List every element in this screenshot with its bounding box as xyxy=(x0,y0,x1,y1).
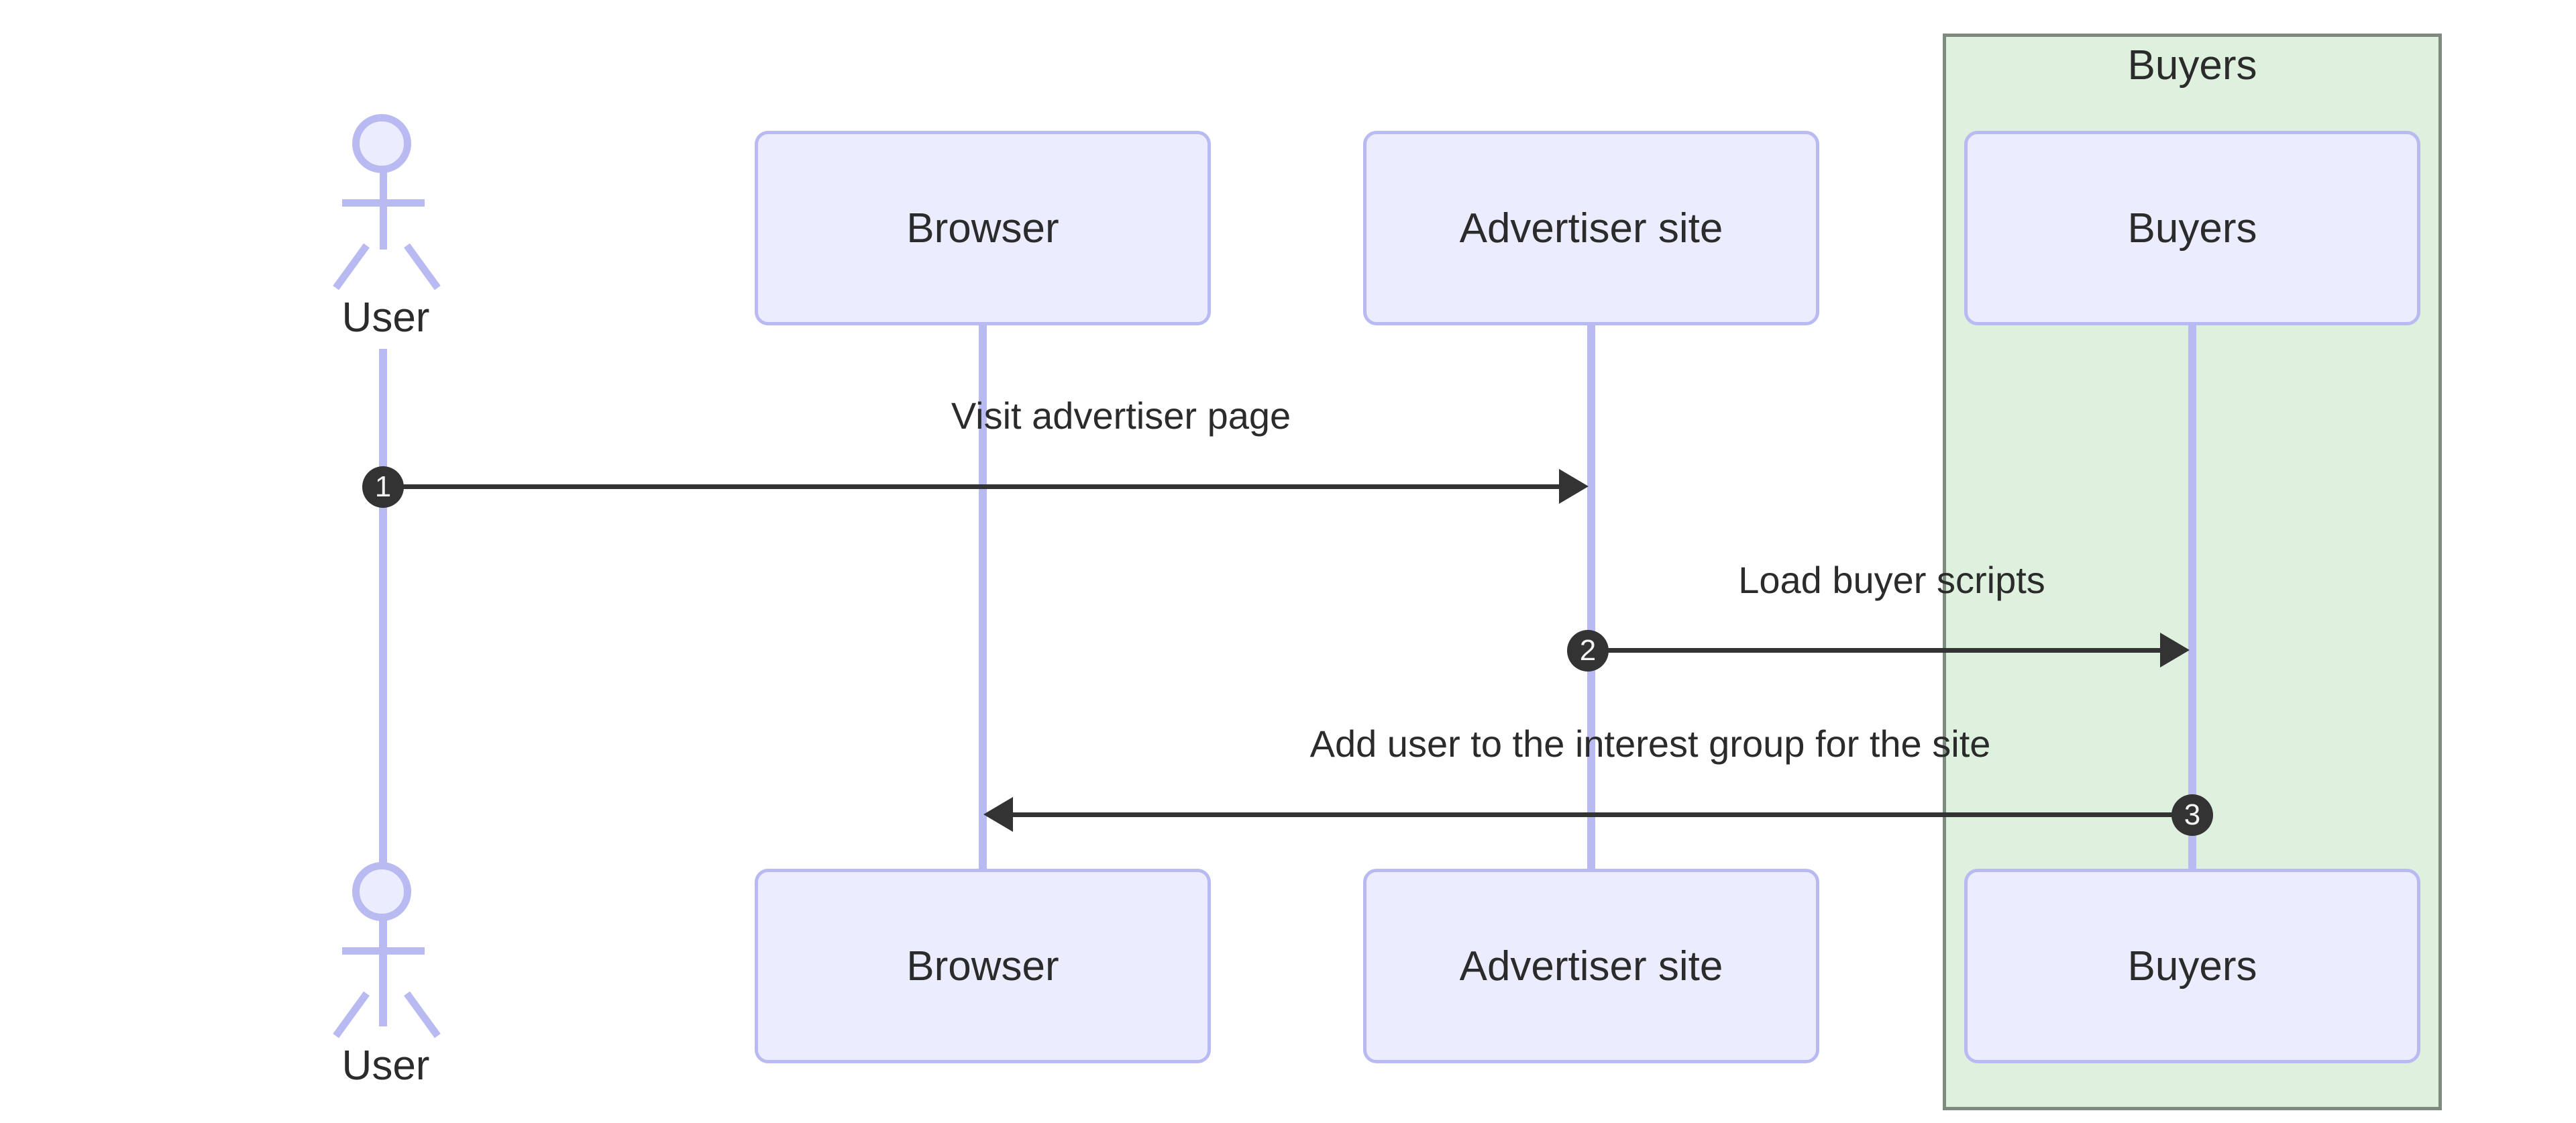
group-label: Buyers xyxy=(2127,42,2257,89)
sequence-badge-2: 2 xyxy=(1567,630,1609,672)
actor-label-user-bottom: User xyxy=(341,1042,430,1089)
message-line-1 xyxy=(383,484,1570,489)
actor-label-user-top: User xyxy=(341,295,430,341)
participant-label-browser-top: Browser xyxy=(906,205,1059,252)
lifeline-advertiser-site xyxy=(1587,221,1595,1033)
message-line-3 xyxy=(1013,812,2194,817)
message-label-3: Add user to the interest group for the s… xyxy=(1309,723,1991,765)
actor-body-icon xyxy=(380,172,387,250)
message-arrowhead-3 xyxy=(983,797,1013,832)
actor-leg-right-icon xyxy=(404,243,441,290)
participant-buyers-bottom[interactable]: Buyers xyxy=(1964,869,2420,1063)
sequence-badge-1: 1 xyxy=(362,466,404,508)
actor-arms-icon xyxy=(342,947,425,955)
message-label-1: Visit advertiser page xyxy=(951,394,1291,437)
participant-label-advertiser-site-bottom: Advertiser site xyxy=(1459,943,1723,990)
actor-arms-icon xyxy=(342,199,425,207)
participant-label-buyers-bottom: Buyers xyxy=(2127,943,2257,990)
actor-body-icon xyxy=(380,920,387,998)
actor-leg-right-icon xyxy=(404,991,441,1038)
message-arrowhead-2 xyxy=(2160,633,2190,667)
participant-buyers-top[interactable]: Buyers xyxy=(1964,131,2420,325)
participant-browser-bottom[interactable]: Browser xyxy=(755,869,1211,1063)
participant-label-buyers-top: Buyers xyxy=(2127,205,2257,252)
message-label-2: Load buyer scripts xyxy=(1738,559,2045,601)
participant-label-advertiser-site-top: Advertiser site xyxy=(1459,205,1723,252)
participant-label-browser-bottom: Browser xyxy=(906,943,1059,990)
sequence-badge-3: 3 xyxy=(2171,794,2213,836)
actor-leg-left-icon xyxy=(333,991,370,1038)
participant-browser-top[interactable]: Browser xyxy=(755,131,1211,325)
participant-advertiser-site-top[interactable]: Advertiser site xyxy=(1363,131,1819,325)
actor-head-icon xyxy=(352,862,411,921)
actor-leg-left-icon xyxy=(333,243,370,290)
message-line-2 xyxy=(1591,648,2172,653)
message-arrowhead-1 xyxy=(1559,469,1589,504)
participant-advertiser-site-bottom[interactable]: Advertiser site xyxy=(1363,869,1819,1063)
actor-head-icon xyxy=(352,114,411,173)
lifeline-user xyxy=(379,349,387,1026)
